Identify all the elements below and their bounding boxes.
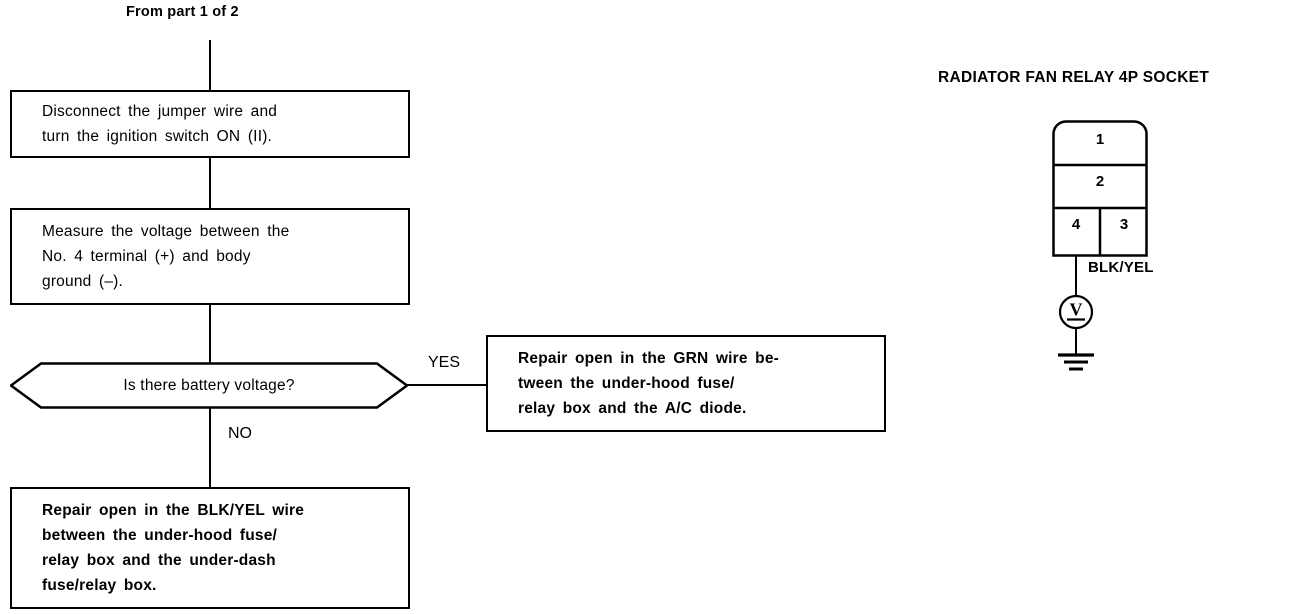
connector-no-branch	[209, 407, 211, 487]
connector-entry-to-disconnect	[209, 40, 211, 90]
wire-voltmeter-to-ground	[1075, 328, 1077, 355]
outcome-box-repair-grn: Repair open in the GRN wire be- tween th…	[486, 335, 886, 432]
svg-text:V: V	[1070, 300, 1083, 320]
voltmeter-icon: V	[1058, 294, 1094, 330]
socket-pin-3-label: 3	[1119, 216, 1129, 233]
decision-label: Is there battery voltage?	[123, 376, 295, 394]
wire-label-blk-yel: BLK/YEL	[1088, 259, 1154, 276]
branch-label-yes: YES	[428, 354, 461, 371]
relay-socket-diagram	[1052, 120, 1148, 257]
socket-pin-1-label: 1	[1095, 131, 1105, 148]
outcome-box-repair-blk-text: Repair open in the BLK/YEL wire between …	[42, 502, 305, 594]
outcome-box-repair-blk: Repair open in the BLK/YEL wire between …	[10, 487, 410, 609]
step-box-disconnect: Disconnect the jumper wire and turn the …	[10, 90, 410, 158]
socket-pin-4-label: 4	[1071, 216, 1081, 233]
outcome-box-repair-grn-text: Repair open in the GRN wire be- tween th…	[518, 350, 780, 417]
decision-hexagon: Is there battery voltage?	[10, 362, 408, 409]
branch-label-no: NO	[228, 425, 252, 442]
socket-pin-2-label: 2	[1095, 173, 1105, 190]
schematic-title: RADIATOR FAN RELAY 4P SOCKET	[938, 69, 1210, 86]
step-box-measure-text: Measure the voltage between the No. 4 te…	[42, 223, 290, 290]
ground-icon	[1054, 352, 1098, 376]
connector-yes-branch	[406, 384, 486, 386]
step-box-disconnect-text: Disconnect the jumper wire and turn the …	[42, 103, 278, 145]
step-box-measure: Measure the voltage between the No. 4 te…	[10, 208, 410, 305]
wire-pin4-to-voltmeter	[1075, 255, 1077, 295]
connector-disconnect-to-measure	[209, 158, 211, 208]
connector-measure-to-decision	[209, 305, 211, 363]
entry-label: From part 1 of 2	[126, 4, 239, 20]
